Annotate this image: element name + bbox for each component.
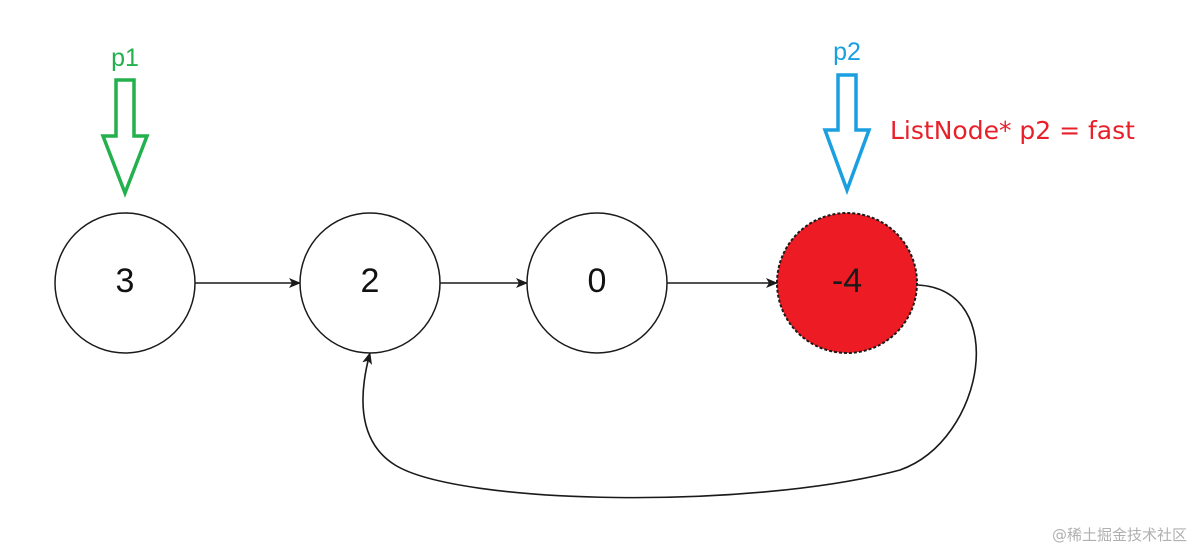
node-circle-highlighted [776,212,918,354]
node-circle [526,212,668,354]
list-node: 3 [54,212,196,354]
edge-minus4-to-2-cycle [362,284,978,499]
node-circle [54,212,196,354]
node-value: 2 [361,262,380,300]
pointer-p2-label: p2 [833,38,861,66]
node-value: -4 [832,262,862,300]
down-arrow-icon [822,73,872,196]
edges [195,278,978,499]
node-circle [299,212,441,354]
down-arrow-icon [100,78,150,198]
list-node: 2 [299,212,441,354]
list-node: 0 [526,212,668,354]
list-node-highlighted: -4 [776,212,918,354]
annotation-text: ListNode* p2 = fast [890,116,1135,145]
node-value: 3 [116,262,135,300]
list-nodes: 3 2 0 -4 [54,212,918,354]
pointer-p2: p2 [822,38,872,196]
node-value: 0 [588,262,607,300]
pointer-p1: p1 [100,44,150,198]
watermark-text: @稀土掘金技术社区 [1052,526,1187,544]
pointer-p1-label: p1 [111,44,139,72]
